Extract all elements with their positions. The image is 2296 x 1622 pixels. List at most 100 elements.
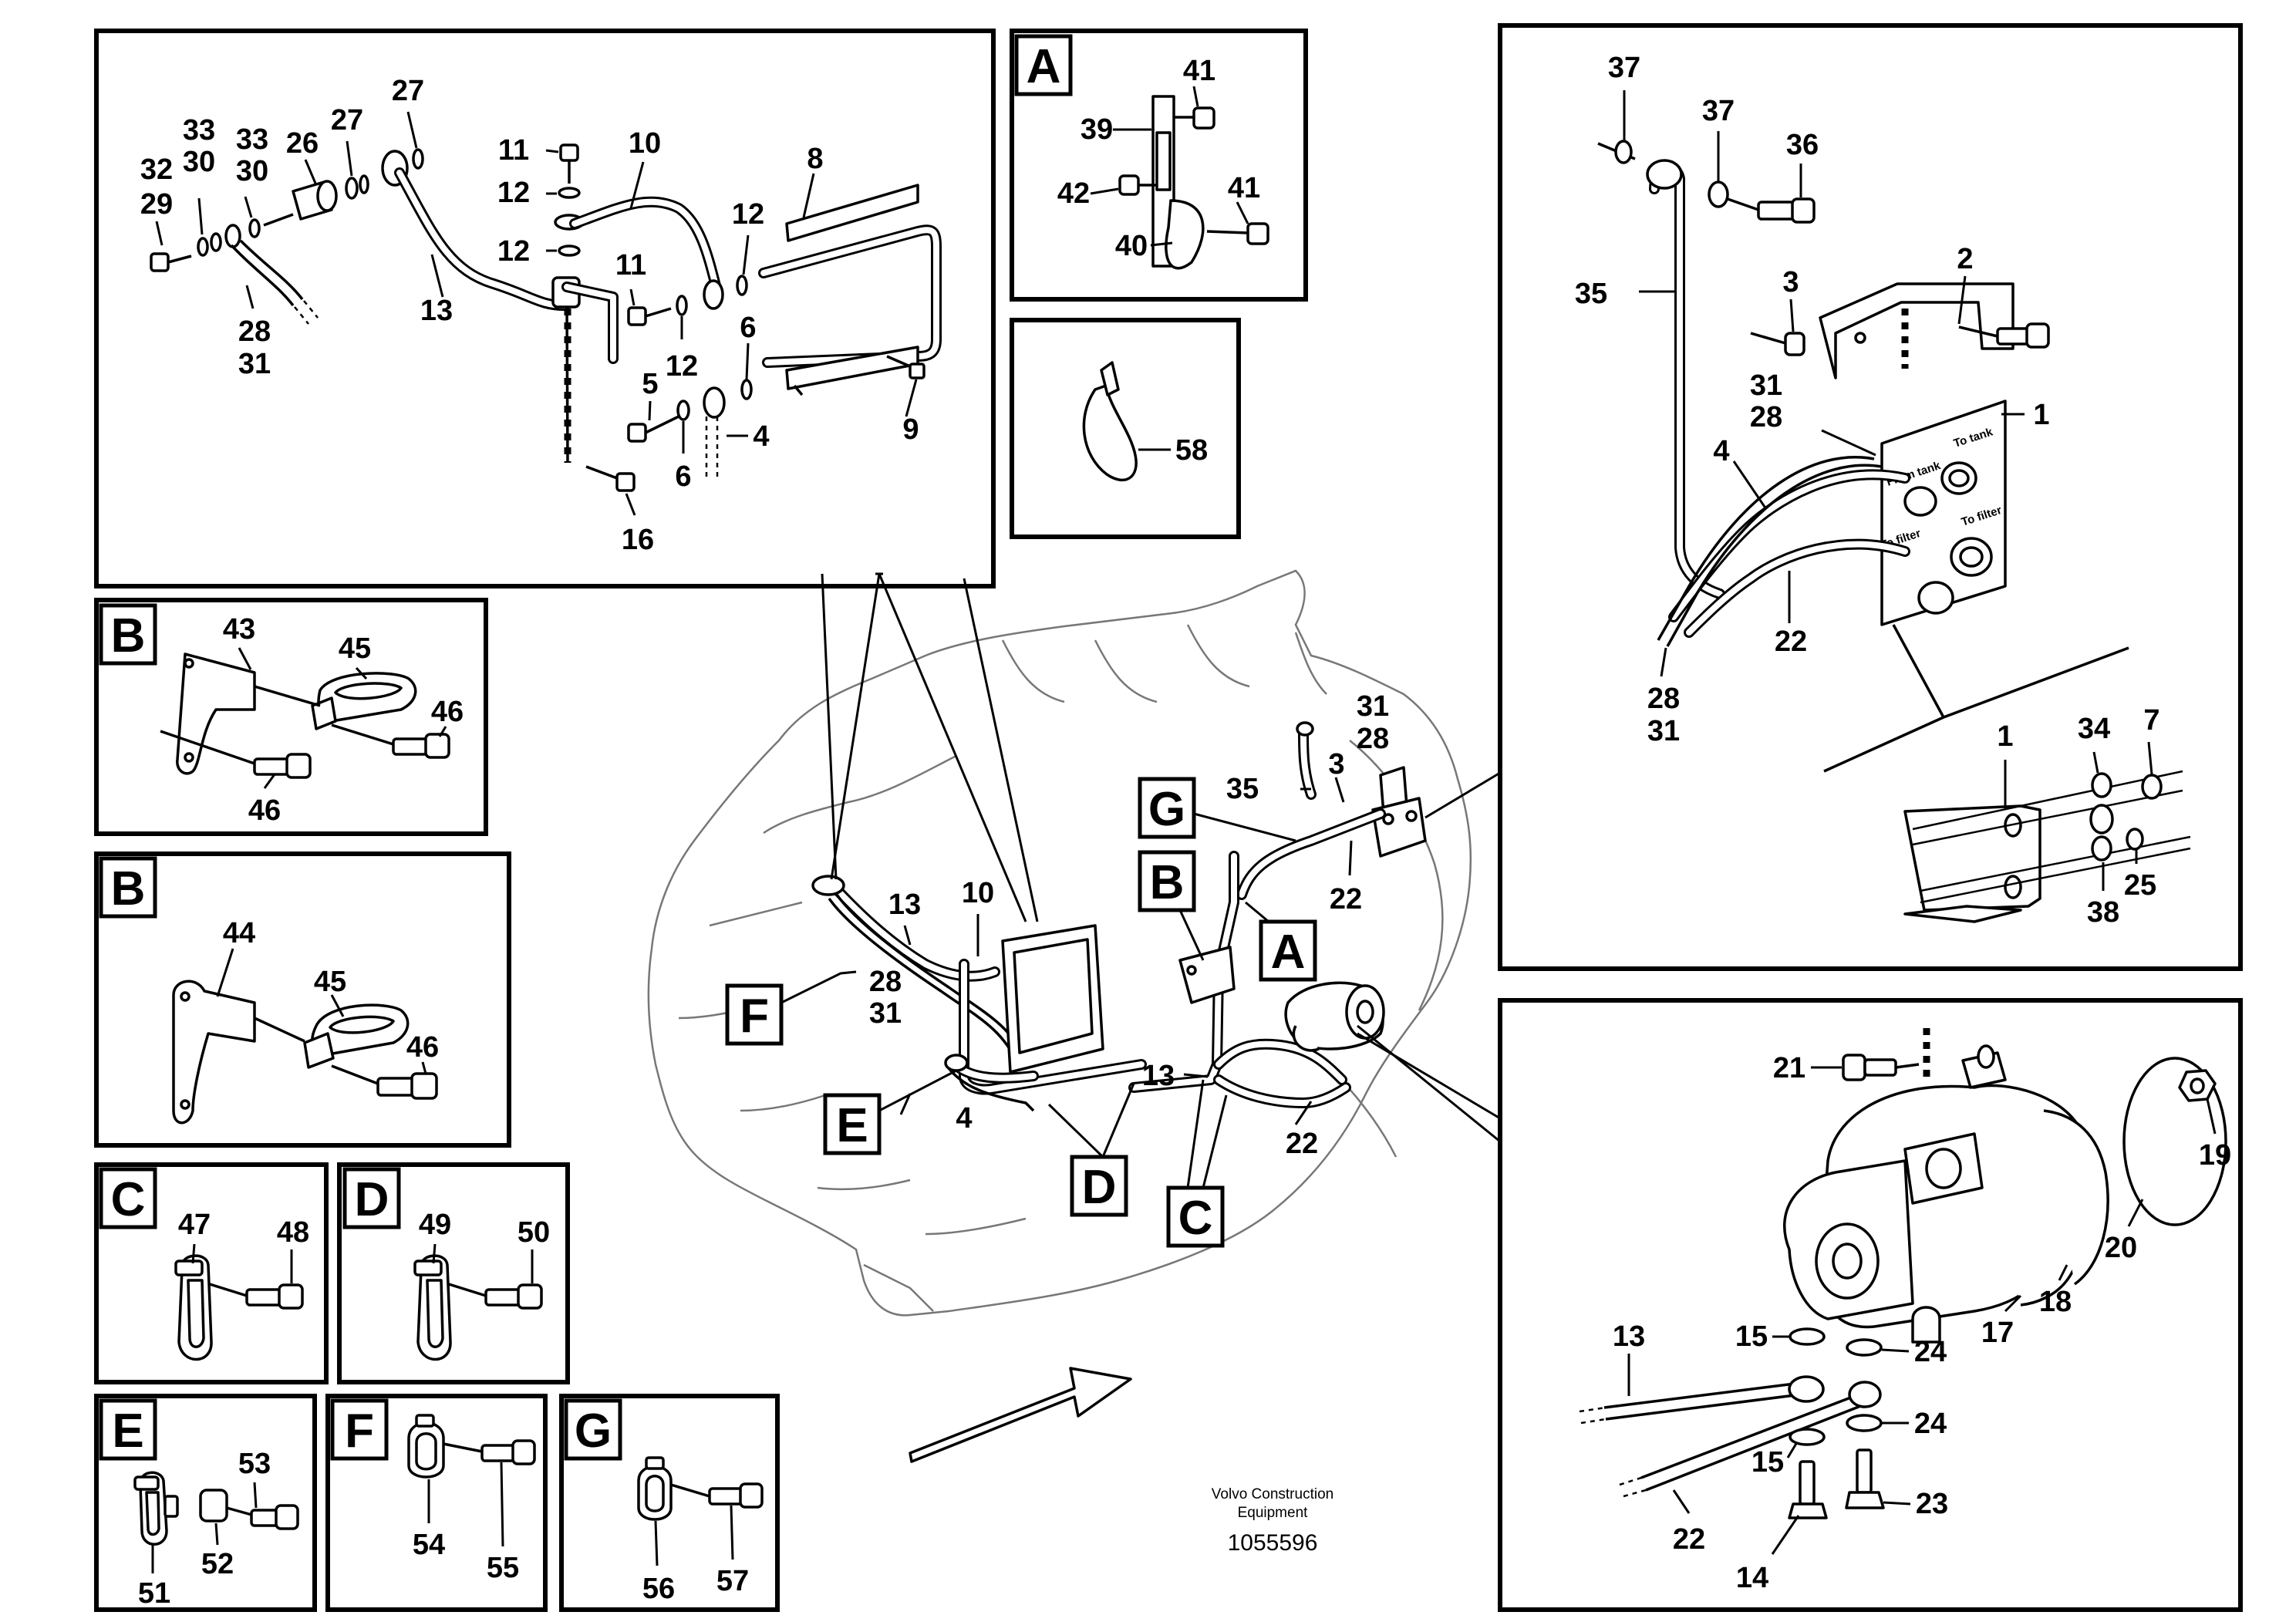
- label-35: 35: [1226, 773, 1259, 805]
- label-43: 43: [223, 613, 255, 646]
- callout-g-letter: G: [1148, 783, 1185, 836]
- label-10: 10: [962, 877, 994, 909]
- label-10: 10: [629, 127, 661, 160]
- callout-e-tag: [823, 1093, 882, 1155]
- label-30: 30: [183, 146, 215, 178]
- callout-d-tag: [1070, 1155, 1128, 1217]
- label-28: 28: [1647, 683, 1680, 715]
- label-46: 46: [406, 1031, 439, 1064]
- detail-top-pipe-assembly: 32 29 33 30 33 30 26 27 27 28 31 13 11 1…: [94, 29, 996, 588]
- label-26: 26: [286, 127, 319, 160]
- label-13: 13: [1613, 1320, 1645, 1353]
- label-19: 19: [2199, 1139, 2231, 1172]
- label-31: 31: [869, 997, 902, 1030]
- label-6: 6: [740, 312, 756, 344]
- callout-c-letter: C: [1178, 1192, 1213, 1245]
- callout-b-letter: B: [1150, 856, 1185, 909]
- label-21: 21: [1773, 1052, 1805, 1084]
- label-41: 41: [1228, 172, 1260, 204]
- label-51: 51: [138, 1577, 170, 1610]
- label-28: 28: [1750, 401, 1782, 433]
- label-2: 2: [1957, 243, 1973, 275]
- label-55: 55: [487, 1552, 519, 1584]
- label-18: 18: [2039, 1286, 2072, 1318]
- label-25: 25: [2124, 869, 2156, 902]
- detail-a-tag: [1014, 34, 1073, 96]
- label-47: 47: [178, 1209, 211, 1241]
- label-6: 6: [675, 460, 691, 493]
- label-32: 32: [140, 153, 173, 186]
- label-12: 12: [666, 350, 698, 383]
- label-48: 48: [277, 1216, 309, 1249]
- label-13: 13: [888, 889, 921, 921]
- label-3: 3: [1328, 748, 1344, 781]
- footer: Volvo Construction Equipment 1055596: [1212, 1486, 1333, 1556]
- detail-b-tag: [99, 603, 157, 666]
- label-41: 41: [1183, 55, 1215, 87]
- label-33: 33: [183, 114, 215, 147]
- detail-b2-tag: [99, 856, 157, 919]
- label-34: 34: [2078, 713, 2110, 745]
- company-name-line1: Volvo Construction: [1212, 1486, 1333, 1502]
- detail-g-letter: G: [575, 1404, 612, 1458]
- label-44: 44: [223, 917, 255, 949]
- label-54: 54: [413, 1529, 445, 1561]
- detail-b2-letter: B: [111, 862, 146, 916]
- callout-b-tag: [1138, 850, 1196, 912]
- label-13: 13: [1142, 1060, 1175, 1092]
- label-52: 52: [201, 1548, 234, 1580]
- label-12: 12: [497, 177, 530, 209]
- detail-d-letter: D: [355, 1173, 389, 1226]
- detail-g-tag: [564, 1398, 622, 1461]
- label-24: 24: [1914, 1408, 1947, 1440]
- label-58: 58: [1175, 434, 1208, 467]
- detail-f-tag: [330, 1398, 389, 1461]
- detail-f-clamp: F 54 55: [325, 1394, 548, 1612]
- label-49: 49: [419, 1209, 451, 1241]
- label-22: 22: [1286, 1128, 1318, 1160]
- detail-cable-tie: 58: [1010, 318, 1241, 539]
- label-15: 15: [1752, 1446, 1784, 1479]
- label-28: 28: [869, 966, 902, 998]
- label-7: 7: [2143, 704, 2159, 737]
- label-40: 40: [1115, 230, 1148, 262]
- label-31: 31: [238, 348, 271, 380]
- label-37: 37: [1702, 95, 1735, 127]
- label-12: 12: [732, 198, 764, 231]
- label-22: 22: [1673, 1523, 1705, 1556]
- detail-pump: 21 19 20 18 17 13 15 24 24 15 22 14 23: [1498, 998, 2243, 1612]
- label-31: 31: [1357, 690, 1389, 723]
- label-24: 24: [1914, 1336, 1947, 1368]
- label-22: 22: [1775, 626, 1807, 658]
- label-3: 3: [1782, 266, 1799, 298]
- detail-e-tag: [99, 1398, 157, 1461]
- label-28: 28: [1357, 723, 1389, 755]
- label-14: 14: [1736, 1562, 1768, 1594]
- label-30: 30: [236, 155, 268, 187]
- label-22: 22: [1330, 883, 1362, 916]
- label-53: 53: [238, 1448, 271, 1480]
- callout-e-letter: E: [836, 1099, 868, 1152]
- label-5: 5: [642, 368, 658, 400]
- label-20: 20: [2105, 1232, 2137, 1264]
- label-28: 28: [238, 315, 271, 348]
- detail-a-clamp-bracket: A 41 39 42 41 40: [1010, 29, 1308, 302]
- label-23: 23: [1916, 1488, 1948, 1520]
- label-33: 33: [236, 123, 268, 156]
- callout-a-letter: A: [1271, 926, 1306, 979]
- label-56: 56: [642, 1573, 675, 1605]
- label-38: 38: [2087, 896, 2119, 929]
- label-12: 12: [497, 235, 530, 268]
- label-17: 17: [1981, 1317, 2014, 1349]
- detail-b-bracket-2: B 44 45 46: [94, 851, 511, 1148]
- label-15: 15: [1735, 1320, 1768, 1353]
- document-number: 1055596: [1228, 1530, 1318, 1556]
- label-50: 50: [518, 1216, 550, 1249]
- label-46: 46: [248, 794, 281, 827]
- callout-a-tag: [1259, 919, 1317, 982]
- label-57: 57: [716, 1565, 749, 1597]
- detail-e-letter: E: [112, 1404, 143, 1458]
- label-35: 35: [1575, 278, 1607, 310]
- label-11: 11: [498, 134, 529, 167]
